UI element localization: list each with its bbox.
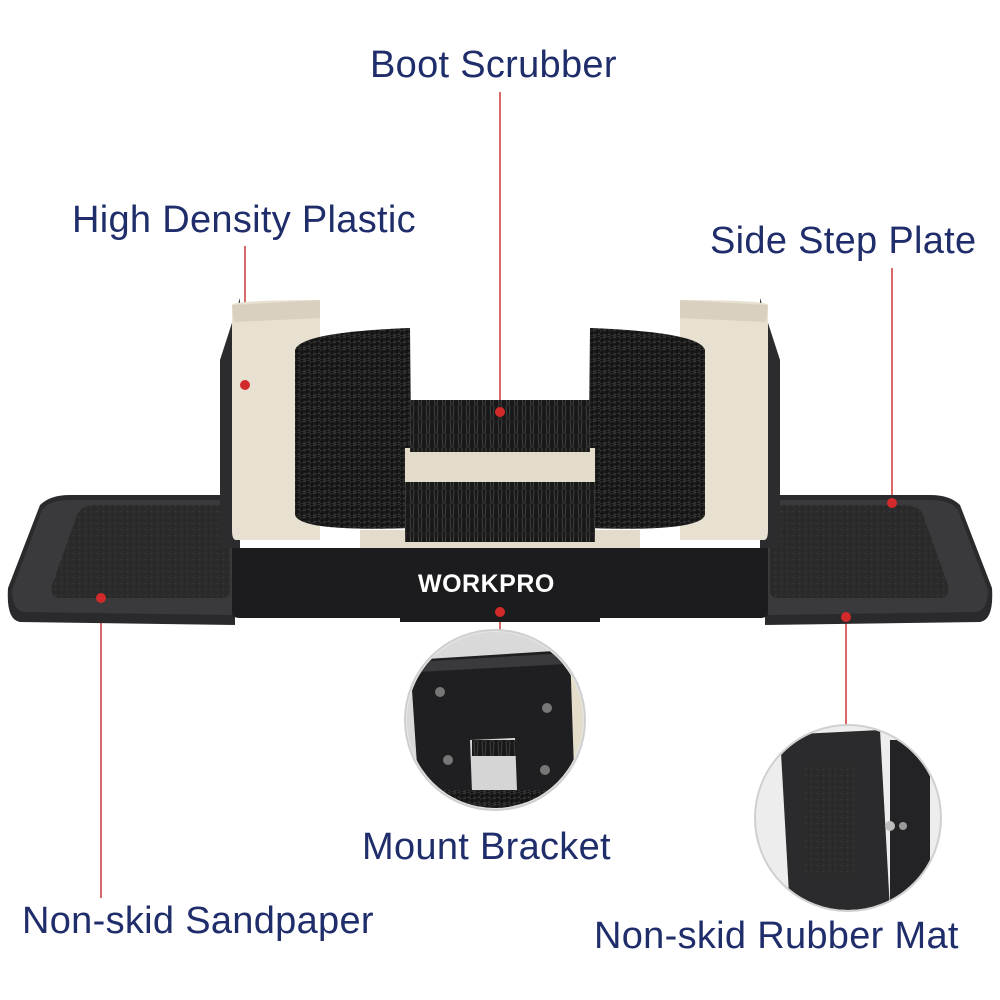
brand-logo: WORKPRO — [418, 570, 555, 598]
label-boot-scrubber: Boot Scrubber — [370, 44, 617, 86]
label-non-skid-sandpaper: Non-skid Sandpaper — [22, 900, 374, 942]
label-high-density-plastic: High Density Plastic — [72, 199, 416, 241]
label-side-step-plate: Side Step Plate — [710, 220, 977, 262]
mount-bracket-detail-circle — [404, 629, 586, 811]
rubber-mat-detail-circle — [754, 724, 942, 912]
label-non-skid-rubber-mat: Non-skid Rubber Mat — [594, 915, 959, 957]
leader-lines — [100, 92, 893, 898]
leader-dots — [96, 380, 897, 622]
boot-scrubber-product: WORKPRO — [7, 298, 993, 625]
label-mount-bracket: Mount Bracket — [362, 826, 611, 868]
